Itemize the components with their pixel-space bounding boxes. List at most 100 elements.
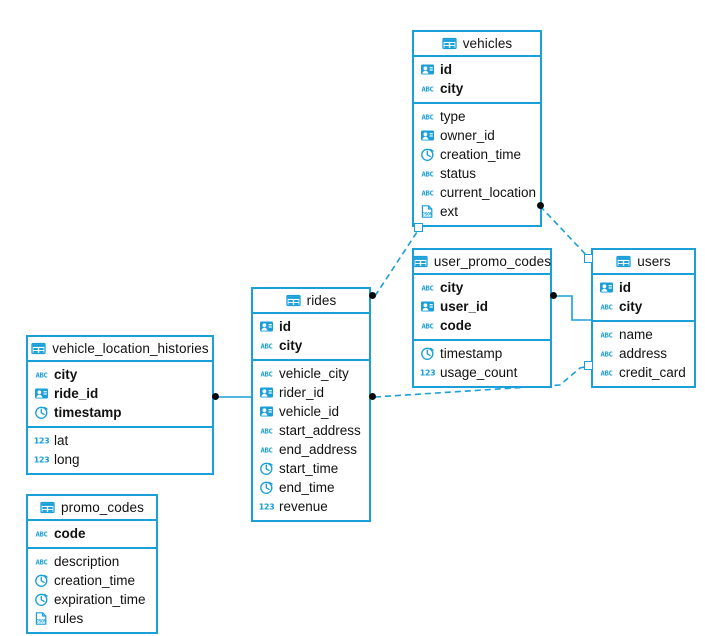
- relationship-marker-many-vehicles-users: [537, 202, 544, 209]
- field-name: start_address: [279, 422, 361, 438]
- field-row-timestamp[interactable]: timestamp: [414, 344, 550, 363]
- field-row-long[interactable]: 123 long: [28, 450, 212, 469]
- field-row-id[interactable]: id: [253, 317, 369, 336]
- field-row-vehicle_id[interactable]: vehicle_id: [253, 402, 369, 421]
- abc-icon: ABC: [420, 280, 435, 295]
- table-header-vehicles[interactable]: vehicles: [414, 32, 540, 57]
- number-icon: 123: [420, 365, 435, 380]
- table-title: rides: [306, 293, 337, 308]
- field-row-end_address[interactable]: ABC end_address: [253, 440, 369, 459]
- field-row-id[interactable]: id: [593, 278, 694, 297]
- field-name: long: [54, 451, 80, 467]
- field-name: id: [279, 318, 291, 334]
- clock-icon: [420, 147, 435, 162]
- field-row-type[interactable]: ABC type: [414, 107, 540, 126]
- relationship-marker-one-users-rides: [584, 361, 593, 370]
- table-title: user_promo_codes: [433, 254, 552, 269]
- abc-icon: ABC: [420, 166, 435, 181]
- svg-text:ABC: ABC: [260, 341, 272, 350]
- field-row-code[interactable]: ABC code: [414, 316, 550, 335]
- field-name: end_address: [279, 441, 358, 457]
- svg-text:ABC: ABC: [600, 330, 612, 339]
- svg-text:ABC: ABC: [421, 112, 433, 121]
- field-name: code: [440, 317, 472, 333]
- field-name: id: [619, 279, 631, 295]
- svg-text:123: 123: [420, 369, 435, 378]
- field-row-creation_time[interactable]: creation_time: [28, 571, 156, 590]
- table-header-rides[interactable]: rides: [253, 289, 369, 314]
- field-row-user_id[interactable]: user_id: [414, 297, 550, 316]
- field-row-creation_time[interactable]: creation_time: [414, 145, 540, 164]
- field-row-start_time[interactable]: start_time: [253, 459, 369, 478]
- table-icon: [442, 36, 457, 51]
- abc-icon: ABC: [34, 554, 49, 569]
- clock-icon: [420, 346, 435, 361]
- field-row-ride_id[interactable]: ride_id: [28, 384, 212, 403]
- abc-icon: ABC: [599, 346, 614, 361]
- svg-text:123: 123: [259, 503, 274, 512]
- clock-icon: [259, 461, 274, 476]
- field-row-timestamp[interactable]: timestamp: [28, 403, 212, 422]
- svg-text:ABC: ABC: [35, 370, 47, 379]
- field-row-end_time[interactable]: end_time: [253, 478, 369, 497]
- abc-icon: ABC: [259, 442, 274, 457]
- table-header-users[interactable]: users: [593, 250, 694, 275]
- field-name: type: [440, 108, 466, 124]
- clock-icon: [259, 480, 274, 495]
- abc-icon: ABC: [420, 318, 435, 333]
- svg-text:JSON: JSON: [36, 618, 46, 624]
- table-icon: [413, 254, 428, 269]
- key-card-icon: [420, 128, 435, 143]
- svg-text:ABC: ABC: [260, 445, 272, 454]
- field-name: id: [440, 61, 452, 77]
- field-row-expiration_time[interactable]: expiration_time: [28, 590, 156, 609]
- abc-icon: ABC: [259, 423, 274, 438]
- field-row-owner_id[interactable]: owner_id: [414, 126, 540, 145]
- svg-text:ABC: ABC: [421, 283, 433, 292]
- field-row-id[interactable]: id: [414, 60, 540, 79]
- clock-icon: [34, 592, 49, 607]
- table-header-vehicle_location_histories[interactable]: vehicle_location_histories: [28, 337, 212, 362]
- number-icon: 123: [34, 452, 49, 467]
- field-row-start_address[interactable]: ABC start_address: [253, 421, 369, 440]
- field-name: address: [619, 345, 668, 361]
- table-title: promo_codes: [61, 500, 144, 515]
- field-row-rider_id[interactable]: rider_id: [253, 383, 369, 402]
- abc-icon: ABC: [259, 338, 274, 353]
- field-name: timestamp: [440, 345, 503, 361]
- json-icon: JSON: [420, 204, 435, 219]
- table-header-user_promo_codes[interactable]: user_promo_codes: [413, 250, 552, 275]
- field-row-address[interactable]: ABC address: [593, 344, 694, 363]
- table-header-promo_codes[interactable]: promo_codes: [28, 496, 156, 521]
- field-name: user_id: [440, 298, 489, 314]
